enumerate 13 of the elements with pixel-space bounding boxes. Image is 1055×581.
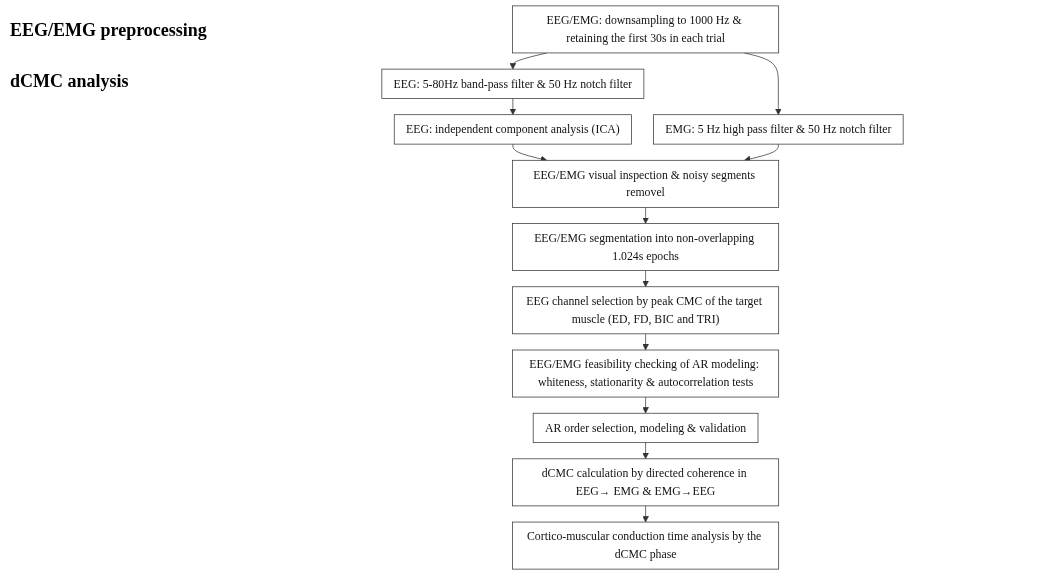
node-box: EEG/EMG segmentation into non-overlapping 1.024s epochs	[512, 223, 780, 271]
node-box: EEG: independent component analysis (ICA)	[393, 114, 632, 145]
section-heading: dCMC analysis	[10, 71, 130, 92]
node-box: EEG/EMG: downsampling to 1000 Hz & retaining the first 30s in each trial	[512, 5, 780, 54]
node-box: EEG: 5-80Hz band-pass filter & 50 Hz notch filter	[381, 68, 645, 99]
node-box: dCMC calculation by directed coherence in EEG→ EMG & EMG→EEG	[512, 458, 780, 507]
node-box: AR order selection, modeling & validation	[532, 412, 759, 443]
node-box: EEG channel selection by peak CMC of the target muscle (ED, FD, BIC and TRI)	[512, 286, 780, 335]
node-box: EEG/EMG feasibility checking of AR modeling: whiteness, stationarity & autocorrelation tests	[512, 349, 780, 398]
section-heading: EEG/EMG preprocessing	[10, 20, 208, 41]
node-box: Cortico-muscular conduction time analysis by the dCMC phase	[512, 521, 780, 570]
node-box: EEG/EMG visual inspection & noisy segments removel	[512, 159, 780, 208]
node-box: EMG: 5 Hz high pass filter & 50 Hz notch filter	[653, 114, 904, 145]
